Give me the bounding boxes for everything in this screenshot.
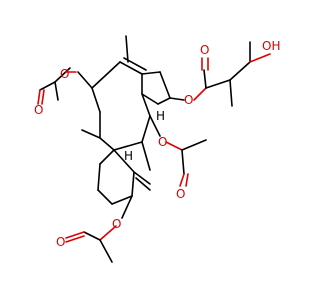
acetoxy-bottom	[65, 195, 133, 263]
hydroxy-methylbutanoate-ester	[169, 41, 271, 107]
oxygen-label-2: O	[34, 103, 43, 117]
acetoxy-mid-right	[149, 115, 207, 187]
structure-canvas: O O O O OH O O O O H H	[34, 35, 280, 263]
oxygen-label-3: O	[184, 93, 193, 107]
hydrogen-label-1: H	[156, 109, 165, 123]
ring-skeleton	[81, 35, 171, 205]
molecule-drawing: O O O O OH O O O O H H	[34, 35, 280, 263]
oxygen-label-4: O	[200, 43, 209, 57]
oxygen-label-6: O	[176, 187, 185, 201]
oxygen-label-8: O	[56, 235, 65, 249]
oxygen-label-1: O	[60, 67, 69, 81]
acetoxy-upper-left	[37, 67, 93, 105]
oxygen-label-5: O	[158, 135, 167, 149]
hydroxy-label: OH	[262, 39, 280, 53]
hydrogen-label-2: H	[124, 149, 133, 163]
atom-labels: O O O O OH O O O O H H	[34, 39, 280, 249]
oxygen-label-7: O	[112, 217, 121, 231]
